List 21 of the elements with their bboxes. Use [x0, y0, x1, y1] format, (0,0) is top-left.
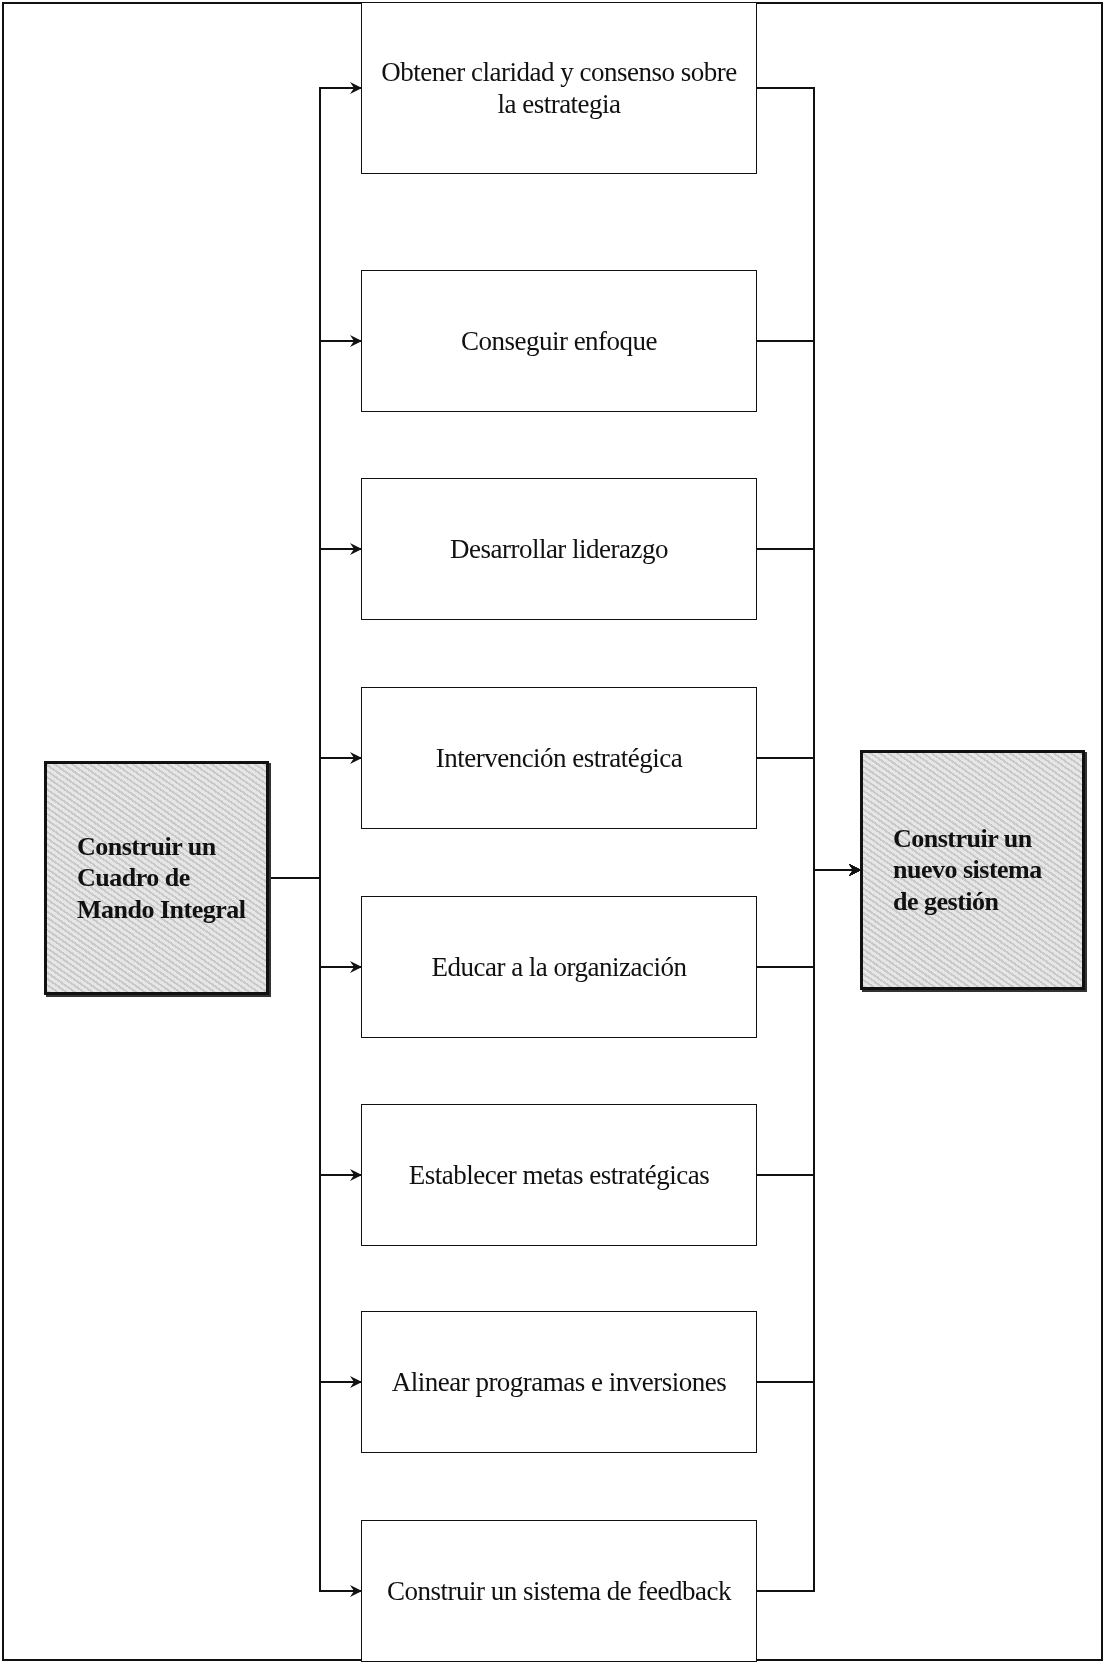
box-text: Desarrollar liderazgo: [449, 532, 669, 566]
box-text: Alinear programas e inversiones: [391, 1365, 727, 1399]
box-text: Construir un sistema de feedback: [387, 1574, 731, 1608]
process-box: [361, 687, 757, 829]
shaded-box: [860, 750, 1085, 990]
shaded-box: [44, 761, 269, 995]
box-text: Educar a la organización: [431, 950, 687, 984]
process-box: [361, 1311, 757, 1453]
box-text: Construir un Cuadro de Mando Integral: [77, 831, 247, 925]
process-box: [361, 1520, 757, 1662]
box-text: Conseguir enfoque: [460, 324, 658, 358]
process-box: [361, 896, 757, 1038]
process-box: [361, 1104, 757, 1246]
box-text: Construir un nuevo sistema de gestión: [893, 823, 1043, 917]
process-box: [361, 478, 757, 620]
process-box: [361, 2, 757, 174]
box-text: Intervención estratégica: [435, 741, 683, 775]
box-text: Obtener claridad y consenso sobre la estrategia: [380, 55, 738, 121]
box-text: Establecer metas estratégicas: [408, 1158, 710, 1192]
connector-arrow: [756, 864, 861, 1592]
process-box: [361, 270, 757, 412]
